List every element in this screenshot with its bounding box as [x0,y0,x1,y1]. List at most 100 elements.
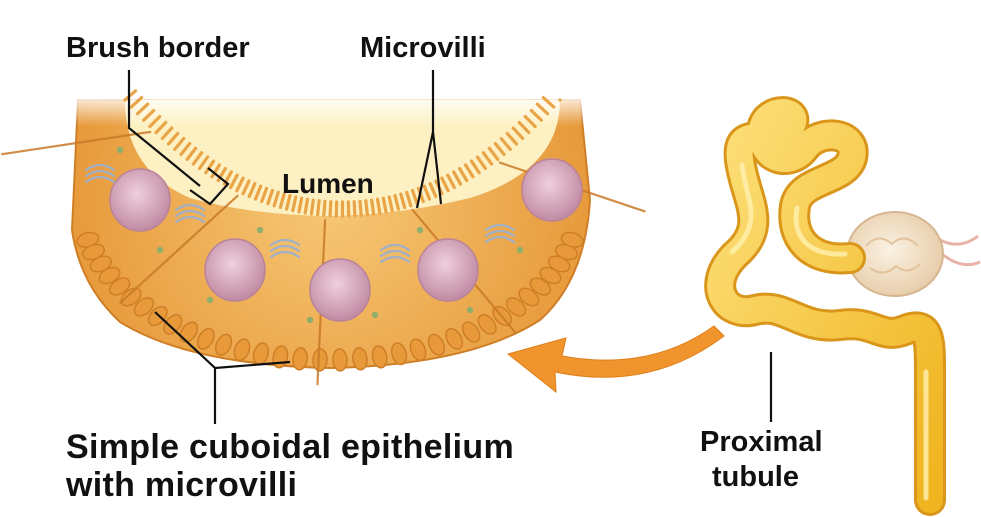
microvillus [322,199,327,217]
microvillus [446,173,456,190]
microvillus [260,186,269,204]
basal-fold [518,287,540,307]
proximal-tubule-body [707,99,943,513]
microvillus [142,108,156,122]
microvillus [197,155,210,171]
microvillus [129,96,144,109]
basal-fold [445,327,464,350]
proximal-tubule-highlight [729,162,929,501]
basal-fold [505,297,527,317]
basal-fold [461,321,481,343]
vesicle [466,306,474,314]
microvillus [393,194,401,211]
microvillus [297,196,304,214]
microvillus [278,192,286,210]
microvillus [160,126,174,141]
basal-fold [133,297,155,317]
microvillus [173,137,186,151]
microvillus [463,163,475,179]
microvillus [303,197,310,215]
microvillus [523,115,537,129]
microvillus [428,182,438,199]
basal-fold [332,348,348,372]
microvillus [284,193,292,211]
basal-fold [312,348,328,372]
nucleus [521,158,583,222]
microvillus [316,199,321,217]
basal-fold [108,277,131,296]
microvillus [469,159,481,175]
nucleus [204,238,266,302]
nucleus [109,168,171,232]
microvillus [179,141,192,157]
microvillus [266,188,275,206]
microvillus [235,176,245,193]
golgi-cisterna [269,250,301,259]
organelles [84,146,524,324]
microvillus [399,192,407,210]
microvillus [405,190,413,208]
glomerulus-texture [865,237,921,274]
microvillus [253,184,263,201]
microvillus [358,199,363,217]
golgi-cisterna [269,238,301,247]
brush-border-label: Brush border [66,32,250,64]
microvillus [487,146,500,161]
golgi-cisterna [484,235,516,244]
microvillus [148,115,162,129]
golgi-cisterna [484,223,516,232]
microvillus [505,131,519,146]
basal-fold [196,327,215,350]
microvillus [364,199,369,217]
basal-fold [98,266,121,285]
vesicle [156,246,164,254]
golgi-cisterna [174,203,206,212]
microvilli-leader [415,70,443,209]
basal-surface [76,231,584,372]
microvillus [191,151,204,166]
microvillus [529,108,543,122]
basal-fold [529,277,552,296]
microvilli-label: Microvilli [360,32,486,64]
microvillus [475,155,488,171]
microvillus [458,166,469,183]
microvillus [370,198,376,216]
microvillus [216,166,227,183]
basal-fold [560,231,584,248]
afferent-vessel [939,234,981,267]
microvillus [499,137,512,151]
curved-arrow-icon [506,325,725,394]
basal-fold [292,347,308,371]
microvillus [375,197,382,215]
microvillus [309,198,315,216]
nucleus [309,258,371,322]
microvillus [422,184,432,201]
vesicle [116,146,124,154]
vesicle [416,226,424,234]
microvillus [511,126,525,141]
lumen [125,100,560,216]
epithelium-label-line2: with microvilli [66,466,298,504]
microvillus [247,182,257,199]
microvillus [210,163,222,179]
lumen-label: Lumen [282,168,374,199]
microvillus [229,173,239,190]
brush-border-bracket [189,167,230,206]
microvillus [381,196,388,214]
epithelium-cells [1,89,646,386]
microvillus [352,200,357,218]
brush-border-leader [127,70,201,187]
microvillus [440,176,450,193]
microvillus [410,188,419,206]
microvillus [452,170,463,186]
microvillus [541,96,556,109]
vesicle [306,316,314,324]
microvillus [272,190,280,208]
microvillus [291,195,298,213]
vesicle [206,296,214,304]
cell-membrane [1,130,152,156]
nephron-illustration [704,96,981,516]
cell-membrane [118,194,239,305]
golgi-cisterna [84,169,116,178]
